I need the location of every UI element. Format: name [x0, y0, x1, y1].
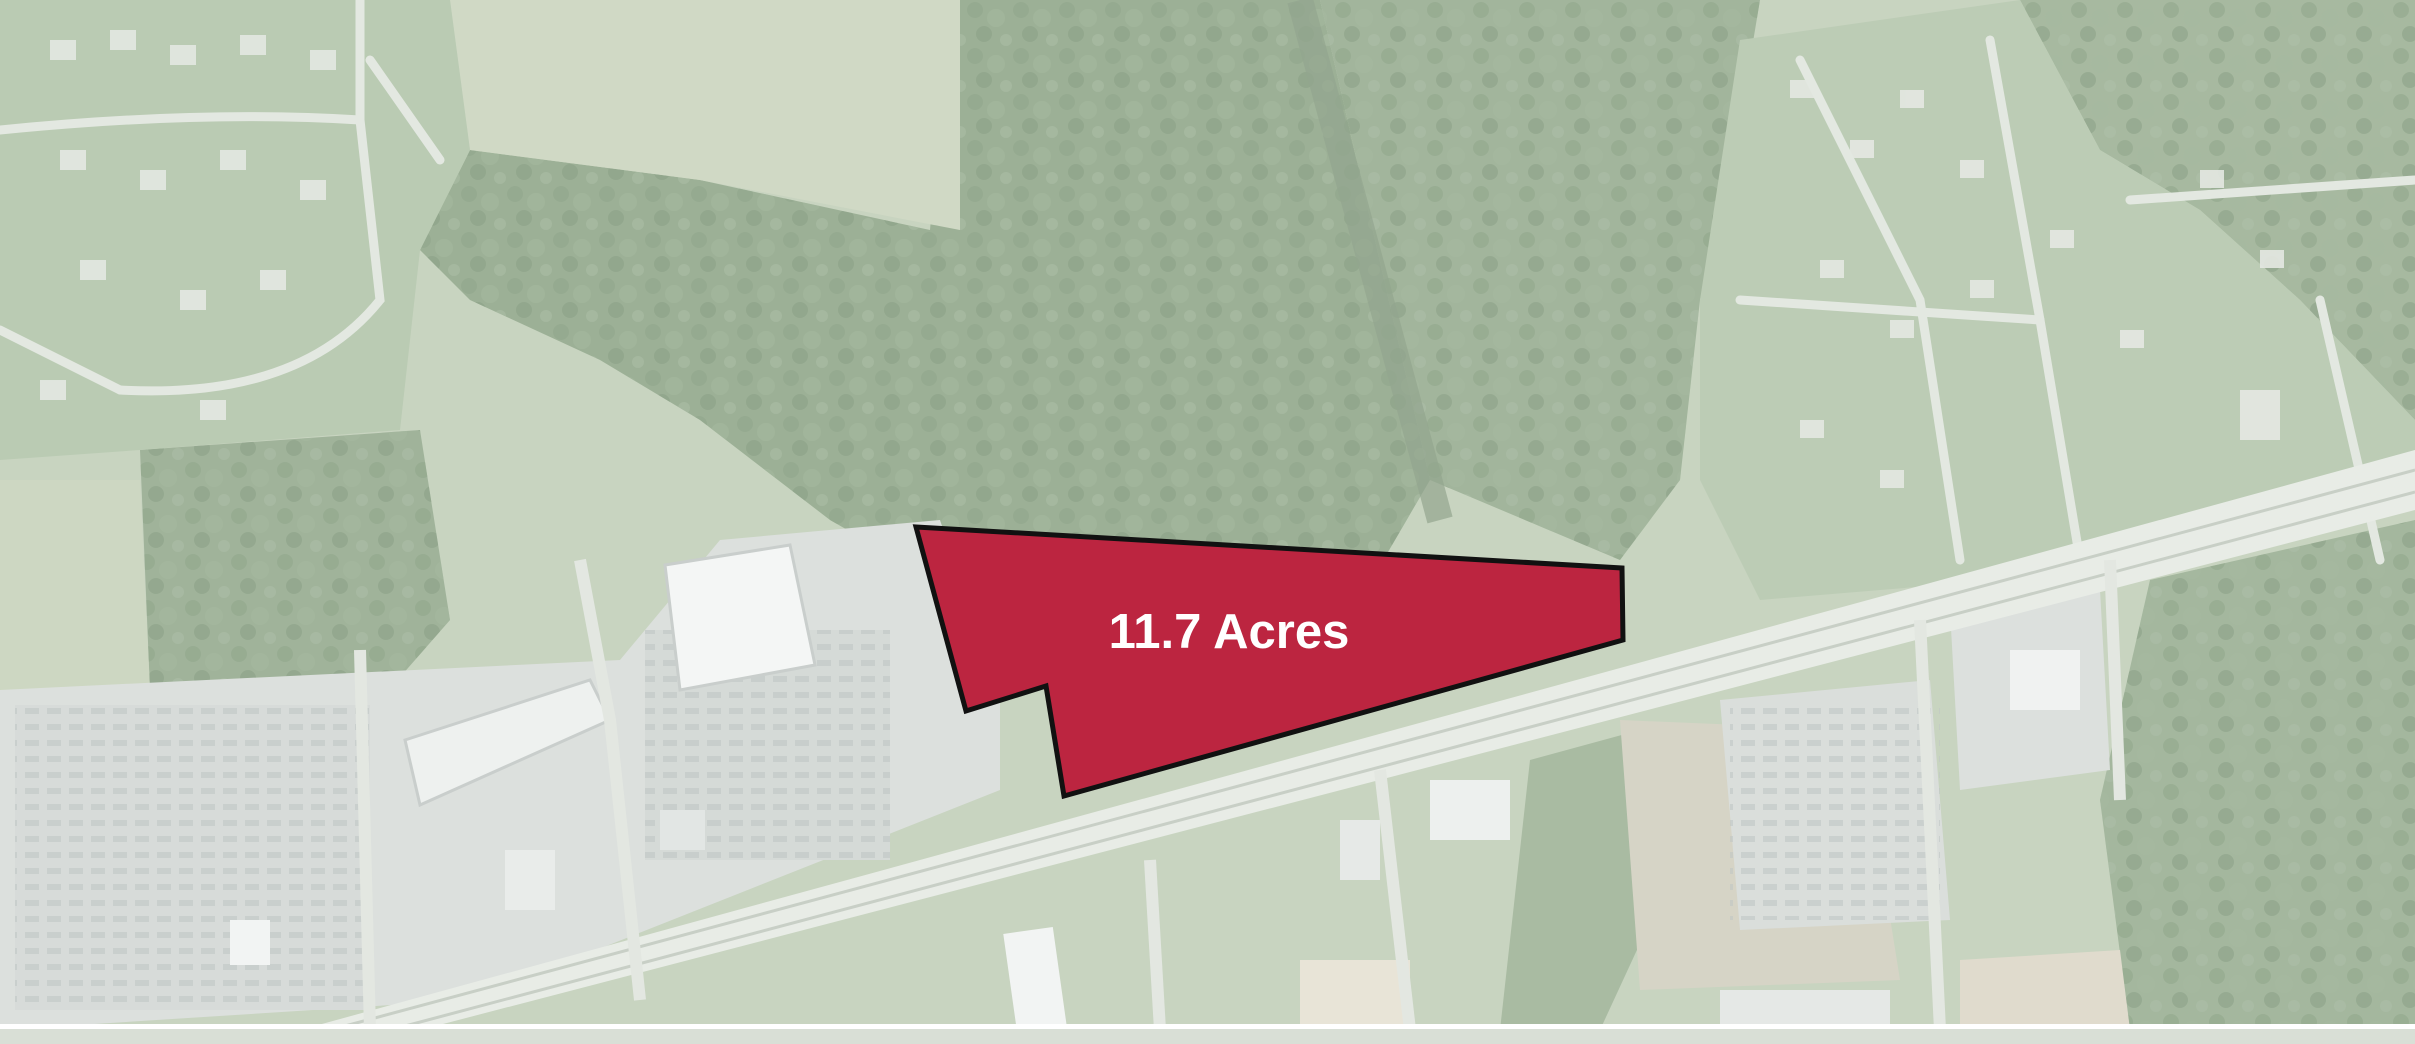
bottom-strip — [0, 1029, 2415, 1044]
parcel-outline — [912, 524, 1626, 800]
bottom-rule — [0, 1024, 2415, 1029]
cross-roads — [354, 558, 2126, 1031]
commercial-east — [1003, 590, 2110, 1033]
utility-corridor — [1287, 0, 1453, 524]
forest-areas — [140, 0, 2415, 1030]
residential-areas — [0, 0, 2415, 600]
local-streets — [0, 0, 2415, 565]
commercial-west — [0, 520, 1000, 1030]
main-highway — [300, 450, 2415, 1032]
parcel-acreage-label: 11.7 Acres — [1109, 605, 1350, 659]
